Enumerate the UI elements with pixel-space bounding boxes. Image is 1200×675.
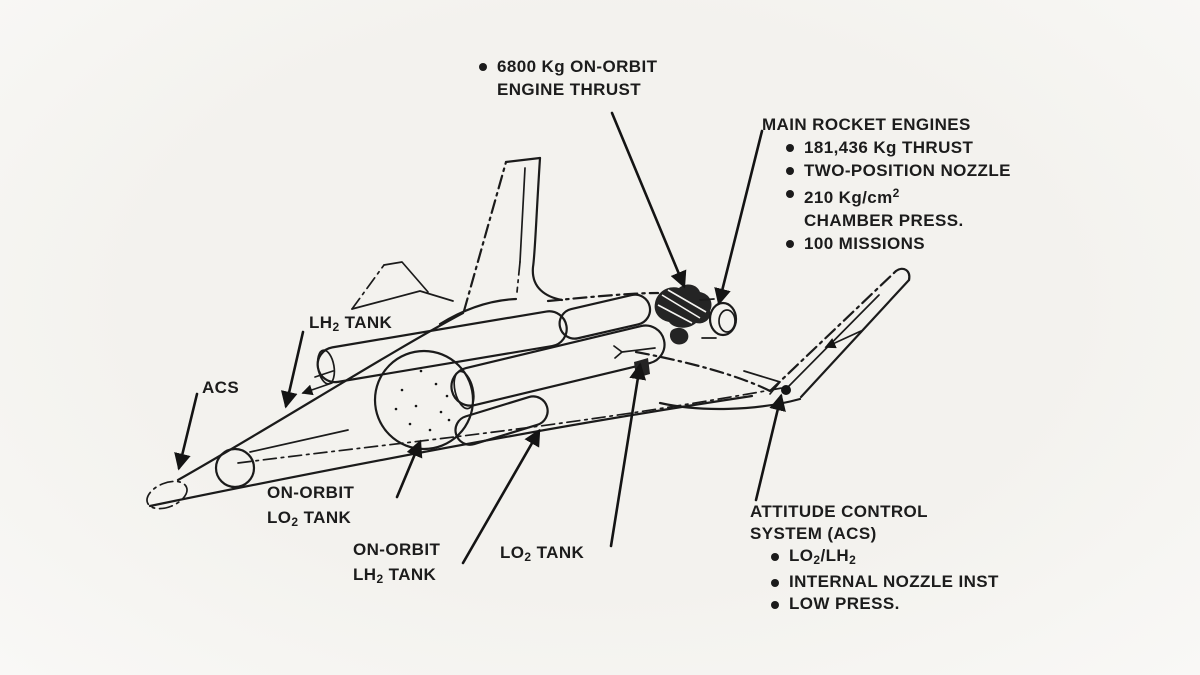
bullet-icon [786,144,794,152]
subscript-2: 2 [849,553,857,567]
tank-text: TANK [339,313,393,332]
lh2-text: LH [353,565,377,584]
bullet-icon [479,63,487,71]
bullet-icon [786,167,794,175]
bullet-icon [771,601,779,609]
acs-title-line2: SYSTEM (ACS) [750,524,877,543]
acs-item: INTERNAL NOZZLE INST [789,572,999,591]
superscript-2: 2 [892,186,900,200]
callout-engine-thrust: 6800 Kg ON-ORBIT ENGINE THRUST [479,55,657,101]
tank-text: TANK [383,565,437,584]
onorbit-lh2-tank-cylinder [454,395,549,446]
label-lo2-tank: LO2 TANK [500,541,584,569]
onorbit-text: ON-ORBIT [353,540,441,559]
onorbit-lo2-tank-sphere [373,349,475,451]
leader-lo2-tank [609,362,647,548]
callout-attitude-control-system: ATTITUDE CONTROL SYSTEM (ACS) LO2/LH2 IN… [750,501,999,615]
acs-text: ACS [202,378,240,397]
label-lh2-tank: LH2 TANK [309,311,392,339]
main-engine-cluster [613,284,738,378]
bullet-icon [771,579,779,587]
lh2-text: LH [309,313,333,332]
leader-onorbit-lo2 [395,439,423,499]
main-engines-item: 181,436 Kg THRUST [804,138,974,157]
acs-nozzle-dot [781,385,791,395]
lh2-text: /LH [820,546,850,565]
onorbit-text: ON-ORBIT [267,483,355,502]
leader-attitude-control [754,393,786,502]
leader-engine-thrust [610,111,687,289]
main-engines-title: MAIN ROCKET ENGINES [762,115,971,134]
lo2-text: LO [500,543,525,562]
engine-thrust-line1: 6800 Kg ON-ORBIT [497,57,658,76]
left-wing [351,261,454,310]
subscript-2: 2 [524,550,532,564]
subscript-2: 2 [332,320,340,334]
leader-acs [174,392,199,471]
leader-arrows [174,111,786,565]
vertical-tail-fin [438,156,564,326]
subscript-2: 2 [291,515,299,529]
leader-onorbit-lh2 [461,428,541,565]
acs-title-line1: ATTITUDE CONTROL [750,502,928,521]
main-engines-item-cont: CHAMBER PRESS. [804,211,964,230]
tank-text: TANK [531,543,585,562]
bullet-icon [771,553,779,561]
leader-main-engines [714,129,764,306]
engine-thrust-line2: ENGINE THRUST [497,80,642,99]
callout-main-engines: MAIN ROCKET ENGINES 181,436 Kg THRUST TW… [762,113,1011,255]
bullet-icon [786,240,794,248]
main-engines-item: 100 MISSIONS [804,234,926,253]
leader-lh2-tank [280,330,305,409]
tank-text: TANK [298,508,352,527]
nose-section [146,429,349,510]
main-engines-item: TWO-POSITION NOZZLE [804,161,1011,180]
bullet-icon [786,190,794,198]
acs-item-propellants: LO2/LH2 [789,545,856,571]
lo2-tank-cylinder [450,324,666,410]
subscript-2: 2 [376,572,384,586]
label-onorbit-lh2-tank: ON-ORBIT LH2 TANK [353,537,440,592]
chamber-press-value: 210 Kg/cm [804,188,893,207]
main-engines-item: 210 Kg/cm2 [804,182,900,209]
label-onorbit-lo2-tank: ON-ORBIT LO2 TANK [267,480,354,535]
label-acs: ACS [202,376,239,399]
lo2-text: LO [267,508,292,527]
subscript-2: 2 [813,553,821,567]
lh2-tank-cylinder [316,293,652,385]
lo2-text: LO [789,546,814,565]
acs-item: LOW PRESS. [789,594,900,613]
